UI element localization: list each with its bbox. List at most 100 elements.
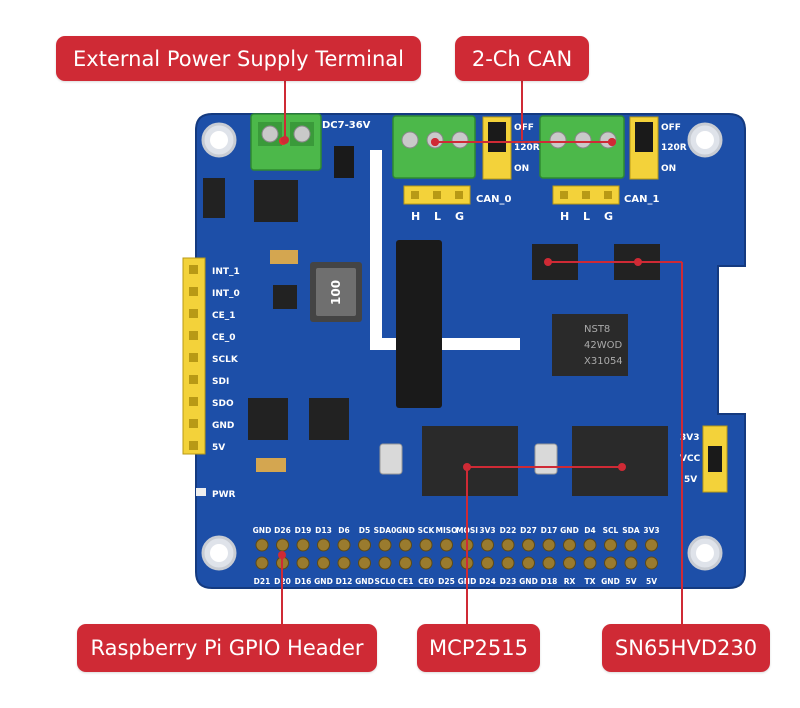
isolation-block xyxy=(396,240,442,408)
chip-line2: 42WOD xyxy=(584,340,622,351)
gpio-top-label: SCL xyxy=(603,526,619,535)
gpio-pin xyxy=(563,556,576,570)
gpio-pin xyxy=(358,538,371,552)
gpio-pin xyxy=(542,538,556,552)
can1-terminal xyxy=(539,115,625,179)
gpio-pin xyxy=(255,556,269,570)
pwr-label: PWR xyxy=(212,490,236,500)
can0-h: H xyxy=(411,210,420,223)
can0-jumper-off: OFF xyxy=(514,123,534,133)
gpio-pin xyxy=(419,538,433,552)
gpio-bottom-label: D25 xyxy=(438,577,455,586)
mcp2515-1 xyxy=(572,426,668,496)
gpio-top-label: D6 xyxy=(338,526,349,535)
left-label-2: CE_1 xyxy=(212,311,236,321)
pwr-led xyxy=(196,488,206,496)
can1-jumper-on: ON xyxy=(661,164,676,174)
gpio-bottom-label: TX xyxy=(585,577,596,586)
gpio-top-label: SDA xyxy=(622,526,640,535)
can1-jumper xyxy=(629,116,659,180)
gpio-bottom-label: D21 xyxy=(254,577,271,586)
isolator-chip xyxy=(552,314,628,376)
gpio-pin xyxy=(440,556,453,570)
can0-jumper-120r: 120R xyxy=(514,143,540,153)
callout-gpio-header: Raspberry Pi GPIO Header xyxy=(77,624,377,672)
gpio-top-label: GND xyxy=(560,526,579,535)
gpio-bottom-label: D12 xyxy=(336,577,353,586)
voltage-jumper xyxy=(702,425,728,493)
can0-jumper xyxy=(482,116,512,180)
v3v3-label: 3V3 xyxy=(680,433,700,443)
gpio-pin xyxy=(399,538,412,552)
gpio-top-label: D5 xyxy=(359,526,370,535)
callout-sn65hvd230: SN65HVD230 xyxy=(602,624,770,672)
gpio-pin xyxy=(296,538,310,552)
gpio-pin xyxy=(624,556,638,570)
regulator-ic xyxy=(254,180,298,222)
gpio-pin xyxy=(358,556,371,570)
gpio-bottom-label: GND xyxy=(314,577,333,586)
gpio-top-label: 3V3 xyxy=(479,526,495,535)
gpio-top-label: D22 xyxy=(500,526,517,535)
can0-l: L xyxy=(434,210,441,223)
crystal-2 xyxy=(534,443,558,475)
gpio-bottom-label: SCL0 xyxy=(375,577,396,586)
vcc-label: VCC xyxy=(680,454,701,464)
gpio-top-label: SCK xyxy=(418,526,436,535)
gpio-pin xyxy=(481,556,494,570)
gpio-top-label: D17 xyxy=(541,526,558,535)
left-label-6: SDO xyxy=(212,399,234,409)
can1-jumper-off: OFF xyxy=(661,123,681,133)
gpio-pin xyxy=(604,556,617,570)
can1-label: CAN_1 xyxy=(624,194,659,205)
can1-l: L xyxy=(583,210,590,223)
can0-terminal xyxy=(392,115,476,179)
left-label-4: SCLK xyxy=(212,355,239,365)
chip-line3: X31054 xyxy=(584,356,623,367)
gpio-pin xyxy=(419,556,433,570)
gpio-pin xyxy=(378,556,392,570)
left-label-7: GND xyxy=(212,421,234,431)
gpio-top-label: SDA0 xyxy=(374,526,397,535)
gpio-pin xyxy=(337,538,351,552)
left-pin-header xyxy=(182,257,206,455)
gpio-pin xyxy=(501,538,515,552)
can1-g: G xyxy=(604,210,613,223)
gpio-pin xyxy=(583,556,597,570)
gpio-pin xyxy=(624,538,638,552)
left-label-3: CE_0 xyxy=(212,333,236,343)
gpio-pin xyxy=(542,556,556,570)
mosfet-2 xyxy=(309,398,349,440)
gpio-bottom-label: D23 xyxy=(500,577,517,586)
crystal-1 xyxy=(379,443,403,475)
callout-2ch-can: 2-Ch CAN xyxy=(455,36,589,81)
gpio-bottom-label: D18 xyxy=(541,577,558,586)
mounting-hole-br xyxy=(687,535,723,571)
gpio-pin xyxy=(645,556,658,570)
small-ic xyxy=(203,178,225,218)
gpio-bottom-label: 5V xyxy=(646,577,657,586)
can0-jumper-on: ON xyxy=(514,164,529,174)
gpio-top-label: D19 xyxy=(295,526,312,535)
gpio-top-label: D4 xyxy=(584,526,595,535)
can1-h: H xyxy=(560,210,569,223)
pointer-lines xyxy=(281,81,683,624)
mounting-hole-bl xyxy=(201,535,237,571)
gpio-pin xyxy=(522,556,535,570)
capacitor-2 xyxy=(256,458,286,472)
gpio-pin xyxy=(645,538,658,552)
left-label-5: SDI xyxy=(212,377,229,387)
gpio-bottom-label: D24 xyxy=(479,577,496,586)
left-label-1: INT_0 xyxy=(212,289,240,299)
gpio-bottom-label: GND xyxy=(355,577,374,586)
gpio-top-label: MISO xyxy=(435,526,457,535)
can0-g: G xyxy=(455,210,464,223)
mounting-hole-tr xyxy=(687,122,723,158)
left-label-0: INT_1 xyxy=(212,267,240,277)
left-label-8: 5V xyxy=(212,443,225,453)
gpio-pin xyxy=(563,538,576,552)
gpio-top-label: D26 xyxy=(274,526,291,535)
callout-mcp2515: MCP2515 xyxy=(417,624,540,672)
mosfet-1 xyxy=(248,398,288,440)
gpio-bottom-label: RX xyxy=(564,577,576,586)
